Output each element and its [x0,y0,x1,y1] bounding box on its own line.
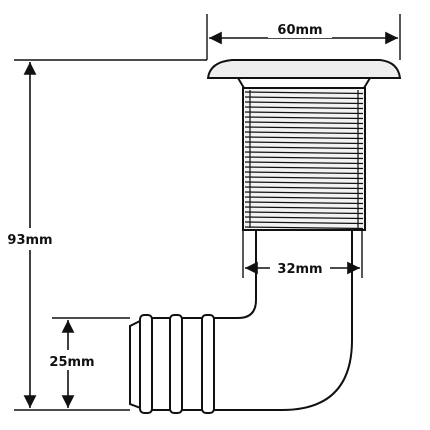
dimension-thread-diameter: 32mm [242,230,363,278]
thread-ridge [244,226,364,230]
thread-ridge [244,116,364,120]
flange [206,59,402,89]
dimension-spigot-height: 25mm [44,317,130,408]
thread-ridge [244,191,364,195]
thread-ridge [244,126,364,130]
thread-ridge [244,161,364,165]
thread-ridge [244,206,364,210]
elbow-outer-wall [200,230,353,411]
thread-lines [244,91,364,230]
thread-ridge [244,166,364,170]
thread-ridge [244,216,364,220]
thread-ridge [244,91,364,95]
thread-ridge [244,101,364,105]
thread-ridge [244,176,364,180]
thread-ridge [244,211,364,215]
thread-ridge [244,121,364,125]
thread-ridge [244,111,364,115]
elbow-inner-wall [200,230,257,319]
label-overall-height: 93mm [7,233,52,248]
dimension-flange-width: 60mm [206,14,401,60]
thread-ridge [244,136,364,140]
thread-ridge [244,96,364,100]
thread-ridge [244,171,364,175]
thread-ridge [244,201,364,205]
thread-ridge [244,196,364,200]
spigot-ring-3 [201,314,215,414]
spigot-ring-1 [139,314,153,414]
flange-cap [206,59,402,79]
thread-ridge [244,151,364,155]
label-thread-diameter: 32mm [277,262,322,277]
dimension-overall-height: 93mm [2,59,207,411]
thread-ridge [244,221,364,225]
flange-neck [237,77,371,89]
label-spigot-height: 25mm [49,355,94,370]
thread-ridge [244,141,364,145]
thread-ridge [244,146,364,150]
thread-ridge [244,186,364,190]
hose-spigot [129,314,215,414]
thread-ridge [244,106,364,110]
spigot-ring-2 [169,314,183,414]
thread-ridge [244,131,364,135]
elbow-body [200,230,353,411]
threaded-shank [242,87,366,231]
thread-ridge [244,181,364,185]
thread-ridge [244,156,364,160]
label-flange-width: 60mm [277,23,322,38]
